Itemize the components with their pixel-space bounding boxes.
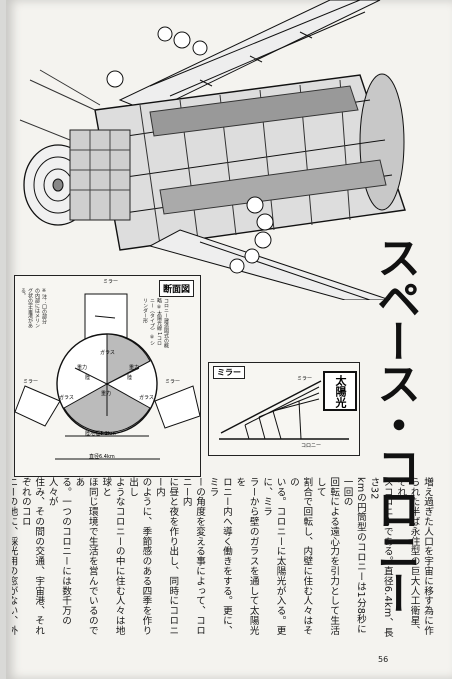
cross-section-diagram: 断面図 コロニー建造図式の概略 ※太陽光線 1コロニー（タイプ） ※シリンダー形…: [14, 275, 201, 477]
label-inner-diameter: 陸地幅3.2km: [85, 431, 116, 437]
body-column: ラーから壁のガラスを通して太陽光を: [234, 477, 259, 636]
cross-section-note-left: ※注：口の部分の内部にはメリング状の宇宙港がある。: [20, 288, 47, 328]
body-column: スコロニーである。直径6.4km、長さ32: [368, 477, 393, 638]
article-body: 増え過ぎた人口を宇宙に移す為に作られた半ば永住型の巨大人工衛星、それスコロニーで…: [12, 477, 434, 639]
body-column: ようなコロニーの中に住む人々は地球と: [100, 477, 125, 636]
space-colony-illustration: [19, 0, 406, 300]
label-gravity-left: 重力: [77, 365, 88, 371]
cross-section-title: 断面図: [159, 280, 195, 297]
label-mirror-right: ミラー: [165, 379, 181, 385]
page-title: スペース・コロニー: [369, 235, 420, 613]
page-number: 56: [378, 655, 389, 664]
body-column: ロニー内へ導く働きをする。更に、ミラ: [207, 477, 232, 636]
body-column: 割合で回転し、内壁に住む人々はその: [287, 477, 313, 636]
body-column: ーの角度を変える事によって、コロニー内: [180, 477, 206, 636]
label-gravity-right: 重力: [129, 365, 140, 371]
mirror-drawing: [219, 380, 349, 440]
body-column: に昼と夜を作り出し、同時にコロニー内: [153, 477, 179, 636]
body-column: る。一つのコロニーには数千万の人々が: [46, 477, 72, 626]
label-glass-left: ガラス: [59, 395, 74, 401]
body-column: のように、季節感のある四季を作り出し: [127, 477, 152, 636]
body-column: ニーの他に、採光用の窓がない、外部に: [12, 477, 18, 636]
label-glass-top: ガラス: [100, 350, 115, 356]
label-land-left: 陸: [85, 375, 91, 381]
label-outer-diameter: 直径6.4km: [89, 454, 115, 460]
body-column: ほ同じ環境で生活を営んでいるのであ: [73, 477, 98, 636]
body-column: 増え過ぎた人口を宇宙に移す為に作られた半ば永住型の巨大人工衛星、それ: [395, 477, 433, 636]
body-column: kmの円筒型のコロニーは1分8秒に一回の: [341, 477, 366, 635]
sunlight-label: 太陽光: [323, 371, 357, 411]
cross-section-drawing: [15, 293, 200, 460]
cross-section-note-right: コロニー建造図式の概略 ※太陽光線 1コロニー（タイプ） ※シリンダー形: [142, 298, 169, 348]
label-mirror: ミラー: [297, 376, 313, 382]
label-mirror-top: ミラー: [103, 279, 119, 285]
label-gravity-bottom: 重力: [101, 391, 112, 397]
label-glass-right: ガラス: [139, 395, 154, 401]
label-colony: コロニー: [301, 443, 322, 449]
mirror-diagram: ミラー 太陽光 ミラー コロニー: [208, 362, 360, 456]
label-mirror-left: ミラー: [23, 379, 39, 385]
body-column: 回転による遠心力を引力として生活して: [314, 477, 340, 636]
mirror-diagram-title: ミラー: [213, 366, 245, 379]
label-land-right: 陸: [127, 375, 133, 381]
body-column: いる。コロニーに太陽光が入る。更に、ミラ: [261, 477, 286, 636]
body-column: 住み、その間の交通、宇宙港、それぞれのコロ: [19, 477, 45, 636]
